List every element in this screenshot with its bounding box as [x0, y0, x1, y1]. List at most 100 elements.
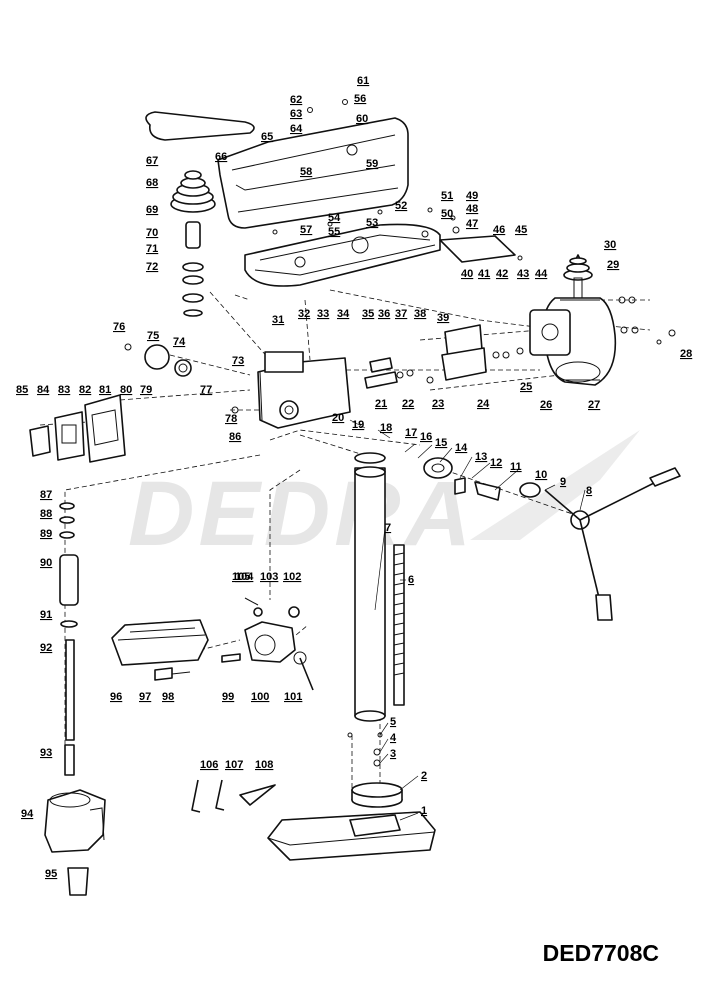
callout-7: 7: [385, 522, 391, 534]
callout-6: 6: [408, 574, 414, 586]
callout-44: 44: [535, 268, 548, 280]
work-table: [111, 619, 209, 666]
callout-80: 80: [120, 384, 132, 396]
callout-9: 9: [560, 476, 566, 488]
callout-33: 33: [317, 308, 329, 320]
callout-81: 81: [99, 384, 111, 396]
callout-20: 20: [332, 412, 344, 424]
callout-23: 23: [432, 398, 444, 410]
callout-22a: 22: [402, 398, 414, 410]
callout-50: 50: [441, 208, 453, 220]
callout-95: 95: [45, 868, 57, 880]
base: [267, 811, 436, 861]
callout-29: 29: [607, 259, 619, 271]
callout-36: 36: [378, 308, 390, 320]
leader-lines: [349, 419, 586, 821]
callout-56a: 56: [354, 93, 366, 105]
callout-51: 51: [441, 190, 453, 202]
callout-67: 67: [146, 155, 158, 167]
callout-69: 69: [146, 204, 158, 216]
callout-10: 10: [535, 469, 547, 481]
callout-102: 102: [283, 571, 301, 583]
callout-100: 100: [251, 691, 269, 703]
column-collar: [351, 782, 403, 808]
callout-24: 24: [477, 398, 490, 410]
callout-57: 57: [300, 224, 312, 236]
callout-64: 64: [290, 123, 303, 135]
callout-14: 14: [455, 442, 468, 454]
callout-45: 45: [515, 224, 527, 236]
callout-5: 5: [390, 716, 396, 728]
callout-32: 32: [298, 308, 310, 320]
head-base: [244, 223, 441, 287]
callout-68: 68: [146, 177, 158, 189]
callout-78: 78: [225, 413, 237, 425]
callout-66: 66: [215, 151, 227, 163]
callout-76: 76: [113, 321, 125, 333]
drift-wedge: [239, 784, 276, 806]
callout-47: 47: [466, 218, 478, 230]
callout-11: 11: [510, 461, 522, 473]
column: [354, 452, 386, 722]
callout-53: 53: [366, 217, 378, 229]
callout-25: 25: [520, 381, 532, 393]
callout-18: 18: [380, 422, 392, 434]
callout-2: 2: [421, 770, 427, 782]
table-bracket: [244, 597, 314, 691]
callout-99: 99: [222, 691, 234, 703]
motor: [529, 297, 617, 386]
callout-79: 79: [140, 384, 152, 396]
feed-handle-hub: [519, 467, 681, 621]
callout-86: 86: [229, 431, 241, 443]
callout-90: 90: [40, 557, 52, 569]
spindle-pulley: [170, 170, 216, 317]
model-code: DED7708C: [542, 940, 659, 966]
chuck: [67, 867, 89, 896]
callout-105: 105: [232, 571, 250, 583]
callout-75a: 75: [147, 330, 159, 342]
callout-87: 87: [40, 489, 52, 501]
switch-box: [29, 394, 126, 463]
rack: [393, 544, 405, 706]
callout-104: 104: [235, 571, 254, 583]
callout-65: 65: [261, 131, 273, 143]
callout-96: 96: [110, 691, 122, 703]
callout-77: 77: [200, 384, 212, 396]
callout-39: 39: [437, 312, 449, 324]
watermark: DEDRA: [128, 463, 475, 565]
callouts: 1 2 3 4 5 6 7 8 9 10 11 12 13 14 15 16 1…: [16, 75, 692, 880]
callout-84: 84: [37, 384, 50, 396]
callout-91: 91: [40, 609, 52, 621]
callout-58: 58: [300, 166, 312, 178]
pinion-hub: [144, 344, 192, 377]
v-belt: [145, 111, 255, 141]
callout-37: 37: [395, 308, 407, 320]
callout-38: 38: [414, 308, 426, 320]
callout-30: 30: [604, 239, 616, 251]
callout-106: 106: [200, 759, 218, 771]
callout-85: 85: [16, 384, 28, 396]
callout-40: 40: [461, 268, 473, 280]
callout-89: 89: [40, 528, 52, 540]
callout-4: 4: [390, 732, 397, 744]
head-casting: [257, 351, 351, 429]
callout-42: 42: [496, 268, 508, 280]
callout-1: 1: [421, 805, 427, 817]
hardware-parts: [124, 99, 676, 767]
callout-12: 12: [490, 457, 502, 469]
callout-107: 107: [225, 759, 243, 771]
callout-26: 26: [540, 399, 552, 411]
callout-27: 27: [588, 399, 600, 411]
depth-stop: [364, 357, 398, 389]
callout-70a: 70: [146, 227, 158, 239]
callout-49: 49: [466, 190, 478, 202]
callout-88: 88: [40, 508, 52, 520]
allen-keys: [191, 779, 225, 813]
callout-28: 28: [680, 348, 692, 360]
callout-8: 8: [586, 485, 592, 497]
callout-94: 94: [21, 808, 34, 820]
callout-13: 13: [475, 451, 487, 463]
callout-72: 72: [146, 261, 158, 273]
callout-55: 55: [328, 226, 340, 238]
